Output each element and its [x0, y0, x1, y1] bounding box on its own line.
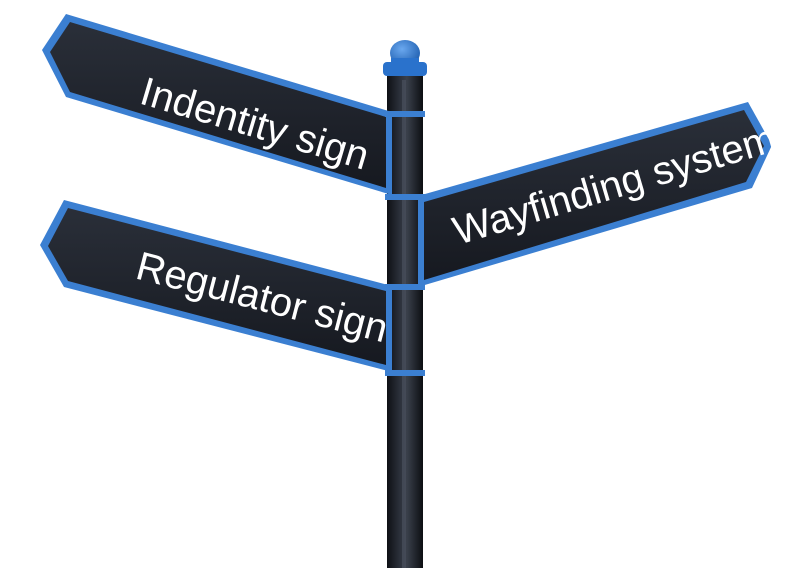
pole-band [385, 111, 425, 117]
sign-regulator: Regulator sign [40, 200, 392, 372]
sign-wayfinding: Wayfinding system [418, 102, 781, 287]
pole-band [385, 284, 425, 290]
pole [387, 70, 423, 568]
sign-indentity: Indentity sign [42, 14, 392, 195]
pole-band [385, 370, 425, 376]
pole-cap [383, 40, 427, 76]
pole-band [385, 194, 425, 200]
